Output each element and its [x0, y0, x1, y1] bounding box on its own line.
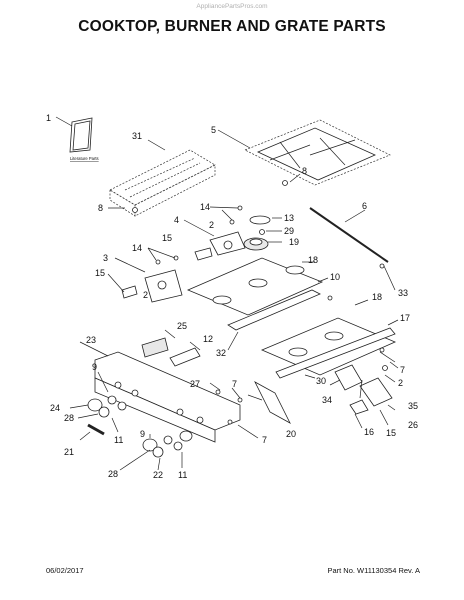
- burner-tray-upper[interactable]: [186, 257, 324, 316]
- callout-7-right: 7: [400, 365, 405, 375]
- callout-10: 10: [330, 272, 340, 282]
- callout-9-right: 9: [140, 429, 145, 439]
- callout-33: 33: [398, 288, 408, 298]
- burner-tray-lower[interactable]: [260, 299, 397, 376]
- screws: [173, 205, 385, 425]
- callout-12: 12: [203, 334, 213, 344]
- callout-30: 30: [316, 376, 326, 386]
- callout-4: 4: [174, 215, 179, 225]
- callout-14-lower: 14: [132, 243, 142, 253]
- callout-9-left: 9: [92, 362, 97, 372]
- callout-2-upper: 2: [209, 220, 214, 230]
- callout-27: 27: [190, 379, 200, 389]
- callout-7-bottom: 7: [262, 435, 267, 445]
- bracket-20[interactable]: [247, 381, 291, 424]
- callout-34: 34: [322, 395, 332, 405]
- knobs-left[interactable]: [87, 371, 127, 418]
- control-panel[interactable]: [79, 341, 241, 443]
- literature-label: Literature Parts: [70, 156, 99, 161]
- callout-15-upper: 15: [162, 233, 172, 243]
- callout-20: 20: [286, 429, 296, 439]
- watermark: AppliancePartsPros.com: [196, 3, 268, 10]
- callout-24: 24: [50, 403, 60, 413]
- callout-18-lower: 18: [372, 292, 382, 302]
- callout-2-right: 2: [398, 378, 403, 388]
- callout-32: 32: [216, 348, 226, 358]
- callout-35: 35: [408, 401, 418, 411]
- callout-15-right: 15: [386, 428, 396, 438]
- igniter-assembly-lower[interactable]: [114, 247, 183, 303]
- callout-6: 6: [362, 201, 367, 211]
- valve-assembly[interactable]: [334, 347, 396, 415]
- trim-strip[interactable]: [79, 423, 105, 441]
- footer-date: 06/02/2017: [46, 566, 84, 575]
- callout-16: 16: [364, 427, 374, 437]
- callout-17: 17: [400, 313, 410, 323]
- callout-26: 26: [408, 420, 418, 430]
- rear-rod[interactable]: [309, 207, 389, 263]
- callout-22: 22: [153, 470, 163, 480]
- leader-lines: [69, 173, 399, 471]
- griddle-outline[interactable]: [109, 139, 216, 217]
- burner-cap-stack[interactable]: [243, 215, 282, 251]
- callout-14-upper: 14: [200, 202, 210, 212]
- callout-2-lower: 2: [143, 290, 148, 300]
- callout-21: 21: [64, 447, 74, 457]
- callout-7-mid: 7: [232, 379, 237, 389]
- callout-8-left: 8: [98, 203, 103, 213]
- knobs-right[interactable]: [142, 430, 193, 458]
- callout-31: 31: [132, 131, 142, 141]
- callout-5: 5: [211, 125, 216, 135]
- literature-parts-book[interactable]: [55, 116, 93, 153]
- callout-25: 25: [177, 321, 187, 331]
- callout-28-left: 28: [64, 413, 74, 423]
- callout-15-lower: 15: [95, 268, 105, 278]
- callout-23: 23: [86, 335, 96, 345]
- grates-assembly[interactable]: [217, 119, 391, 186]
- callout-8-top: 8: [302, 166, 307, 176]
- control-module[interactable]: [141, 329, 201, 367]
- callout-1: 1: [46, 113, 51, 123]
- callout-29: 29: [284, 226, 294, 236]
- callout-11-right: 11: [178, 470, 187, 480]
- page-title: COOKTOP, BURNER AND GRATE PARTS: [78, 18, 386, 35]
- callout-28-right: 28: [108, 469, 118, 479]
- burner-strip[interactable]: [227, 277, 329, 331]
- callout-11-left: 11: [114, 435, 123, 445]
- footer-part-number: Part No. W11130354 Rev. A: [327, 566, 420, 575]
- callout-13: 13: [284, 213, 294, 223]
- igniter-assembly-upper[interactable]: [183, 209, 246, 261]
- callout-18-upper: 18: [308, 255, 318, 265]
- callout-19: 19: [289, 237, 299, 247]
- callout-3: 3: [103, 253, 108, 263]
- side-rail[interactable]: [275, 319, 399, 379]
